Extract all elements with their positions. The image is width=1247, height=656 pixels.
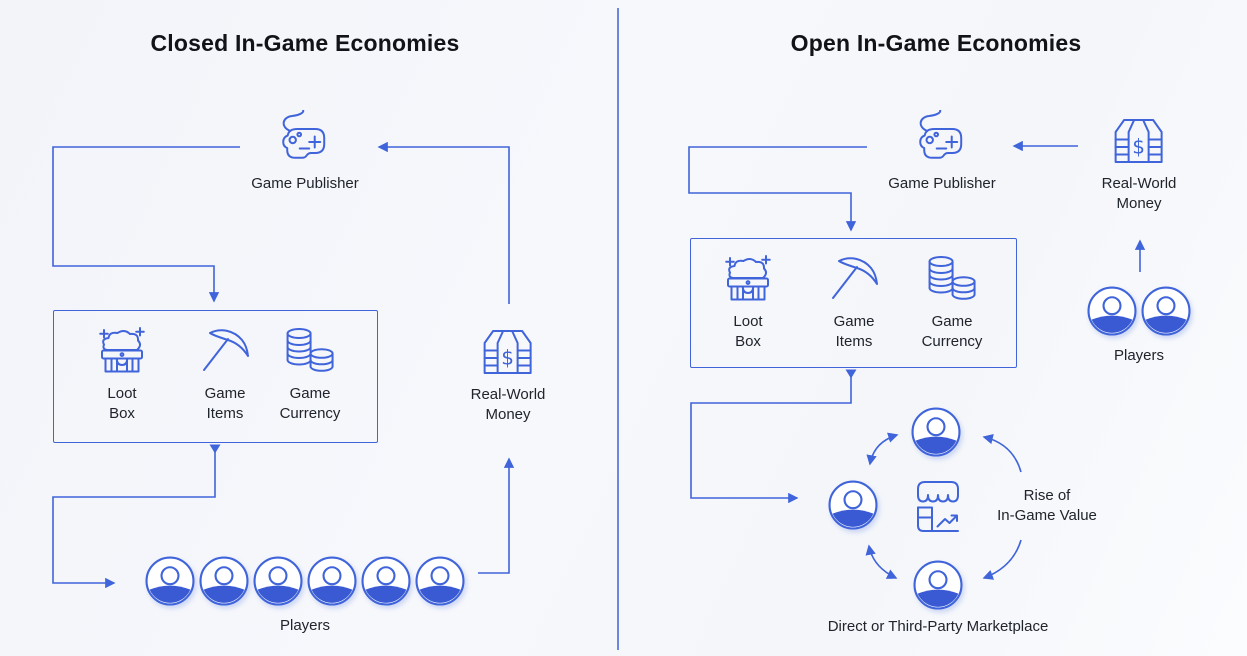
- flow-publisher-to-items-right: [688, 146, 867, 232]
- right-loot-box-label-line2: Box: [735, 333, 761, 350]
- flow-items-exit-arrow-right: [845, 369, 857, 379]
- storefront-chart-icon: [917, 481, 959, 532]
- right-panel-title: Open In-Game Economies: [790, 30, 1082, 56]
- rise-of-value-label: Rise of In-Game Value: [997, 486, 1097, 526]
- right-publisher-label: Game Publisher: [888, 175, 996, 192]
- right-game-currency-label-line1: Game: [931, 313, 973, 330]
- right-players-group: Players: [1087, 286, 1191, 366]
- right-publisher-node: Game Publisher: [888, 110, 996, 194]
- player-avatar-icon: [415, 556, 465, 606]
- right-game-currency-item: Game Currency: [921, 252, 983, 352]
- loot-box-icon: [99, 327, 145, 373]
- flow-rise-bottom-arc: [982, 539, 1022, 580]
- flow-money-to-publisher-left: [377, 141, 510, 304]
- left-players-label: Players: [279, 617, 331, 634]
- flow-trade-lower-left: [865, 544, 898, 579]
- marketplace-player-bottom: [913, 560, 963, 615]
- left-game-currency-label-line2: Currency: [279, 405, 341, 422]
- rise-label-line1: Rise of: [1023, 487, 1071, 504]
- pickaxe-icon: [203, 329, 249, 371]
- player-avatar-icon: [199, 556, 249, 606]
- left-loot-box-label-line1: Loot: [107, 385, 137, 402]
- left-publisher-label: Game Publisher: [251, 175, 359, 192]
- right-items-box: [690, 238, 1017, 368]
- left-game-items-label-line1: Game: [204, 385, 246, 402]
- pickaxe-icon: [832, 257, 878, 299]
- right-money-label-line1: Real-World: [1101, 175, 1177, 192]
- gamepad-icon: [919, 110, 962, 159]
- marketplace-node: [912, 479, 964, 540]
- player-avatar-icon: [307, 556, 357, 606]
- left-game-currency-item: Game Currency: [279, 324, 341, 424]
- left-loot-box-item: Loot Box: [97, 324, 147, 424]
- loot-box-icon: [725, 255, 771, 301]
- right-game-items-label-line2: Items: [835, 333, 873, 350]
- right-game-currency-label-line2: Currency: [921, 333, 983, 350]
- left-items-box: [53, 310, 378, 443]
- panel-divider: [617, 8, 619, 650]
- dollar-sign: $: [1133, 135, 1146, 159]
- right-loot-box-label-line1: Loot: [733, 313, 763, 330]
- right-game-items-label-line1: Game: [833, 313, 875, 330]
- player-avatar-icon: [253, 556, 303, 606]
- money-stack-icon: $: [1115, 119, 1163, 163]
- left-loot-box-label-line2: Box: [109, 405, 135, 422]
- left-game-items-item: Game Items: [201, 324, 249, 424]
- right-players-avatars: [1087, 286, 1191, 336]
- flow-publisher-to-items-left: [52, 146, 240, 303]
- flow-players-to-money-left: [478, 457, 515, 574]
- coins-icon: [286, 328, 334, 372]
- left-money-label-line2: Money: [485, 406, 531, 423]
- right-loot-box-item: Loot Box: [723, 252, 773, 352]
- marketplace-player-top: [911, 407, 961, 462]
- marketplace-player-left: [828, 480, 878, 535]
- player-avatar-icon: [911, 407, 961, 457]
- marketplace-caption: Direct or Third-Party Marketplace: [827, 618, 1049, 635]
- rise-label-line2: In-Game Value: [997, 507, 1097, 524]
- left-game-currency-label-line1: Game: [289, 385, 331, 402]
- right-money-label-line2: Money: [1116, 195, 1162, 212]
- left-players-avatars: [145, 556, 465, 606]
- right-players-label: Players: [1113, 347, 1165, 364]
- right-money-node: $ Real-World Money: [1101, 118, 1177, 214]
- left-players-group: Players: [145, 556, 465, 636]
- dollar-sign: $: [502, 346, 515, 370]
- flow-trade-upper-left: [866, 432, 899, 466]
- left-money-node: $ Real-World Money: [470, 329, 546, 425]
- flow-items-exit-arrow-left: [209, 444, 221, 454]
- left-game-items-label-line2: Items: [206, 405, 244, 422]
- player-avatar-icon: [828, 480, 878, 530]
- player-avatar-icon: [1141, 286, 1191, 336]
- money-stack-icon: $: [484, 330, 532, 374]
- player-avatar-icon: [145, 556, 195, 606]
- coins-icon: [928, 256, 976, 300]
- player-avatar-icon: [913, 560, 963, 610]
- player-avatar-icon: [361, 556, 411, 606]
- player-avatar-icon: [1087, 286, 1137, 336]
- flow-items-to-marketplace-right: [690, 375, 852, 504]
- left-money-label-line1: Real-World: [470, 386, 546, 403]
- gamepad-icon: [282, 110, 325, 159]
- left-publisher-node: Game Publisher: [251, 110, 359, 194]
- left-panel-title: Closed In-Game Economies: [150, 30, 460, 56]
- right-game-items-item: Game Items: [830, 252, 878, 352]
- flow-rise-top-arc: [982, 434, 1022, 473]
